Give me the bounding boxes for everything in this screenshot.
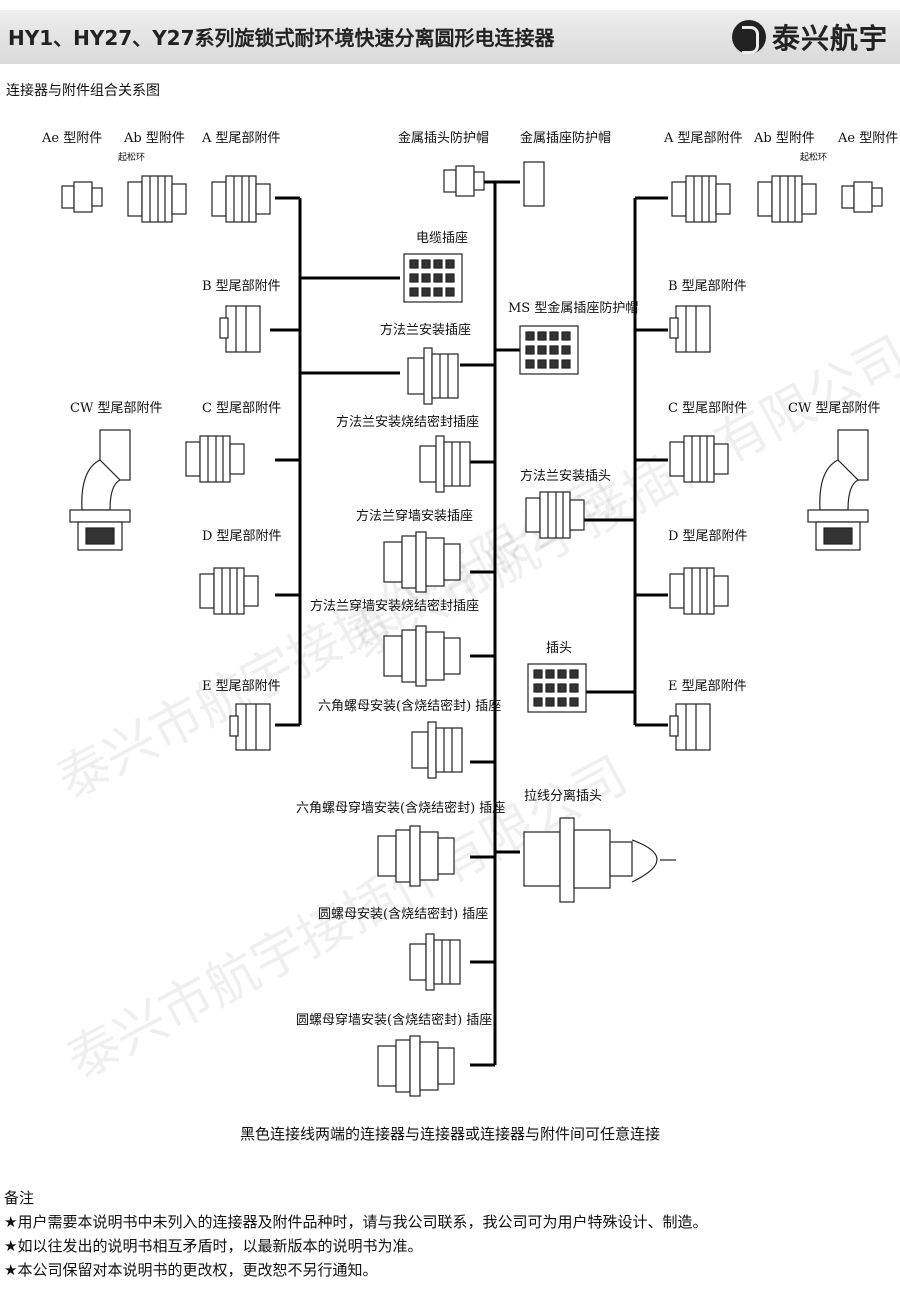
- label-flange-receptacle: 方法兰安装插座: [380, 322, 471, 338]
- label-flange-sealed-receptacle: 方法兰安装烧结密封插座: [336, 414, 479, 430]
- label-ae-accessory-left: Ae 型附件: [41, 131, 102, 146]
- brand-name: 泰兴航宇: [771, 22, 888, 55]
- e-tail-accessory-right: [669, 703, 711, 751]
- label-receptacle-cap: 金属插座防护帽: [520, 130, 611, 146]
- hex-nut-receptacle: [411, 721, 463, 779]
- label-a-tail-left: A 型尾部附件: [201, 131, 281, 146]
- label-ae-accessory-right: Ae 型附件: [837, 131, 898, 146]
- note-item: ★如以往发出的说明书相互矛盾时，以最新版本的说明书为准。: [4, 1237, 423, 1255]
- b-tail-accessory-left: [219, 305, 261, 353]
- d-tail-accessory-right: [669, 567, 729, 615]
- logo-mark-icon: [731, 20, 766, 54]
- a-tail-accessory-right: [671, 175, 731, 223]
- c-tail-accessory-left: [185, 435, 245, 483]
- label-hex-nut-receptacle: 六角螺母安装(含烧结密封) 插座: [318, 698, 501, 714]
- connector-relationship-diagram: 泰兴市航宇接插件有限公司 泰兴市航宇接插件有限公司 泰兴市航宇接插件有限公司 A…: [41, 130, 900, 1097]
- label-b-tail-left: B 型尾部附件: [202, 279, 281, 294]
- cw-tail-accessory-right: [807, 429, 869, 551]
- plug-cap: [443, 165, 485, 197]
- e-tail-accessory-left: [229, 703, 271, 751]
- note-item: ★本公司保留对本说明书的更改权，更改恕不另行通知。: [4, 1261, 378, 1279]
- label-ab-accessory-right: Ab 型附件: [753, 131, 815, 146]
- label-ab-accessory-left: Ab 型附件: [123, 131, 185, 146]
- cable-receptacle: [403, 253, 463, 303]
- company-logo: 泰兴航宇: [731, 16, 888, 58]
- b-tail-accessory-right: [669, 305, 711, 353]
- label-a-tail-right: A 型尾部附件: [663, 131, 743, 146]
- label-cw-tail-right: CW 型尾部附件: [788, 401, 880, 416]
- notes-heading: 备注: [4, 1189, 35, 1207]
- label-e-tail-left: E 型尾部附件: [202, 679, 281, 694]
- label-flange-wall-receptacle: 方法兰穿墙安装插座: [356, 508, 473, 524]
- label-cw-tail-left: CW 型尾部附件: [70, 401, 162, 416]
- note-item: ★用户需要本说明书中未列入的连接器及附件品种时，请与我公司联系，我公司可为用户特…: [4, 1213, 708, 1231]
- label-round-nut-wall-receptacle: 圆螺母穿墙安装(含烧结密封) 插座: [296, 1012, 492, 1028]
- flange-receptacle: [407, 347, 459, 405]
- label-c-tail-left: C 型尾部附件: [202, 401, 281, 416]
- d-tail-accessory-left: [199, 567, 259, 615]
- label-b-tail-right: B 型尾部附件: [668, 279, 747, 294]
- label-anti-loose-ring-left: 起松环: [118, 151, 145, 163]
- label-plug: 插头: [546, 641, 572, 656]
- label-d-tail-right: D 型尾部附件: [668, 529, 748, 544]
- label-d-tail-left: D 型尾部附件: [202, 529, 282, 544]
- label-flange-plug: 方法兰安装插头: [520, 468, 611, 484]
- receptacle-cap: [523, 161, 545, 207]
- ae-accessory-right: [841, 181, 883, 213]
- round-nut-wall-receptacle: [377, 1035, 455, 1097]
- label-round-nut-receptacle: 圆螺母安装(含烧结密封) 插座: [318, 906, 488, 922]
- plug: [527, 663, 587, 713]
- label-hex-nut-wall-receptacle: 六角螺母穿墙安装(含烧结密封) 插座: [296, 800, 505, 816]
- label-plug-cap: 金属插头防护帽: [398, 130, 489, 146]
- section-title: 连接器与附件组合关系图: [6, 83, 160, 99]
- page-title: HY1、HY27、Y27系列旋锁式耐环境快速分离圆形电连接器: [8, 26, 555, 50]
- label-lanyard-plug: 拉线分离插头: [524, 788, 602, 804]
- cw-tail-accessory-left: [69, 429, 131, 551]
- label-anti-loose-ring-right: 起松环: [800, 151, 827, 163]
- ab-accessory-left: [127, 175, 187, 223]
- label-ms-cap: MS 型金属插座防护帽: [508, 300, 638, 316]
- a-tail-accessory-left: [211, 175, 271, 223]
- label-e-tail-right: E 型尾部附件: [668, 679, 747, 694]
- label-flange-wall-sealed-receptacle: 方法兰穿墙安装烧结密封插座: [310, 598, 479, 614]
- notes-section: 备注 ★用户需要本说明书中未列入的连接器及附件品种时，请与我公司联系，我公司可为…: [4, 1186, 707, 1282]
- flange-sealed-receptacle: [419, 435, 471, 493]
- ae-accessory-left: [61, 181, 103, 213]
- label-c-tail-right: C 型尾部附件: [668, 401, 747, 416]
- diagram-caption: 黑色连接线两端的连接器与连接器或连接器与附件间可任意连接: [239, 1125, 660, 1143]
- round-nut-receptacle: [409, 933, 461, 991]
- ms-metal-receptacle-cap: [519, 325, 579, 375]
- ab-accessory-right: [757, 175, 817, 223]
- page-header: HY1、HY27、Y27系列旋锁式耐环境快速分离圆形电连接器 泰兴航宇: [0, 10, 900, 64]
- lanyard-release-plug: [523, 817, 676, 903]
- label-cable-receptacle: 电缆插座: [416, 230, 468, 246]
